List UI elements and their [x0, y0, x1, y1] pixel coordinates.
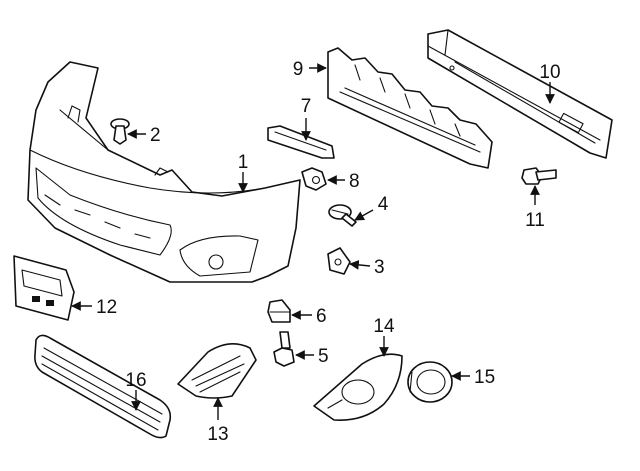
- part-11-bolt: [521, 167, 557, 185]
- callout-15: 15: [474, 367, 495, 388]
- callout-5: 5: [318, 346, 329, 367]
- callout-9: 9: [293, 59, 304, 80]
- part-1-bumper-cover: [27, 61, 301, 283]
- callout-labels: 1 2 3 4 5 6 7 8 9 10 11 12 13 14 15 16: [96, 59, 561, 445]
- part-15-fog-ring: [407, 361, 453, 403]
- part-16-lower-grille: [34, 334, 172, 439]
- callout-4: 4: [378, 194, 389, 215]
- callout-12: 12: [96, 297, 117, 318]
- callout-14: 14: [373, 316, 395, 337]
- part-7-retainer: [267, 125, 335, 159]
- callout-16: 16: [125, 370, 146, 391]
- callout-8: 8: [349, 171, 360, 192]
- part-5-bolt: [273, 331, 295, 367]
- callout-7: 7: [301, 96, 312, 117]
- part-4-grommet: [328, 204, 357, 227]
- callout-2: 2: [150, 125, 161, 146]
- part-13-fog-grille: [177, 343, 257, 399]
- callout-11: 11: [525, 210, 545, 231]
- part-8-nut: [301, 167, 327, 191]
- leader-4: [354, 209, 374, 221]
- callout-1: 1: [238, 152, 249, 173]
- part-3-clip: [327, 247, 351, 275]
- callout-13: 13: [207, 424, 228, 445]
- callout-10: 10: [539, 62, 560, 83]
- callout-3: 3: [374, 257, 385, 278]
- part-6-retainer: [267, 299, 291, 323]
- part-2-push-clip: [110, 118, 130, 145]
- leader-lines: [71, 63, 555, 420]
- part-12-license-bracket: [13, 255, 75, 321]
- leader-3: [349, 260, 371, 270]
- part-9-energy-absorber: [327, 47, 493, 169]
- part-10-reinforcement-bar: [427, 29, 613, 159]
- callout-6: 6: [316, 306, 327, 327]
